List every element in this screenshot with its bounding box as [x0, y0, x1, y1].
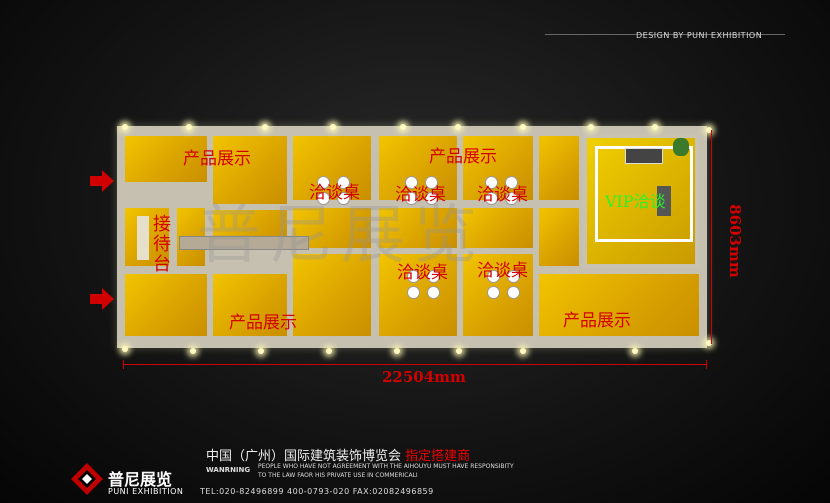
zone-label-vip-negotiation: VIP洽谈 — [605, 192, 666, 211]
footer-title-highlight: 指定搭建商 — [405, 449, 471, 464]
contact-info: TEL:020-82496899 400-0793-020 FAX:020824… — [200, 487, 434, 496]
spotlight — [190, 348, 196, 354]
spotlight — [632, 348, 638, 354]
footer-title: 中国（广州）国际建筑装饰博览会 指定搭建商 — [206, 445, 470, 464]
zone-cell — [213, 274, 287, 336]
spotlight — [455, 124, 461, 130]
spotlight — [456, 348, 462, 354]
dimension-tick — [706, 360, 707, 369]
spotlight — [394, 348, 400, 354]
negotiation-table-icon — [487, 270, 521, 300]
zone-label-negotiation-table: 洽谈桌 — [397, 263, 448, 283]
negotiation-table-icon — [407, 270, 441, 300]
depth-dimension-line — [711, 130, 712, 344]
header-rule — [545, 34, 785, 45]
spotlight — [258, 348, 264, 354]
spotlight — [652, 124, 658, 130]
zone-cell — [125, 136, 207, 182]
zone-cell — [539, 136, 579, 200]
negotiation-table-icon — [485, 176, 519, 206]
puni-logo-icon — [71, 463, 103, 495]
zone-cell — [125, 274, 207, 336]
spotlight — [706, 340, 712, 346]
spotlight — [330, 124, 336, 130]
zone-cell — [293, 254, 371, 336]
reception-counter — [179, 236, 309, 250]
spotlight — [186, 124, 192, 130]
logo-name-en: PUNI EXHIBITION — [108, 487, 184, 496]
spotlight — [520, 124, 526, 130]
spotlight — [520, 348, 526, 354]
zone-label-negotiation-table: 洽谈桌 — [477, 261, 528, 281]
entrance-arrow-icon — [90, 288, 114, 310]
warning-label: WANRNING — [206, 466, 251, 474]
zone-cell — [539, 208, 579, 266]
negotiation-table-icon — [405, 176, 439, 206]
booth-floor-plan: 普尼展览 产品展示 产品展示 产品展示 产品展示 洽谈桌 洽谈桌 洽谈桌 洽谈桌… — [117, 126, 707, 348]
zone-label-product-display: 产品展示 — [183, 149, 251, 169]
zone-label-negotiation-table: 洽谈桌 — [309, 183, 360, 203]
zone-cell — [379, 136, 457, 200]
width-dimension-line — [123, 364, 707, 365]
vip-sofa — [657, 186, 671, 216]
watermark: 普尼展览 — [197, 199, 485, 273]
zone-cell — [213, 136, 287, 204]
zone-cell — [379, 208, 457, 248]
zone-cell — [293, 136, 371, 200]
zone-cell — [539, 274, 699, 336]
entrance-arrow-icon — [90, 170, 114, 192]
negotiation-table-icon — [317, 176, 351, 206]
zone-label-negotiation-table: 洽谈桌 — [477, 185, 528, 205]
depth-dimension-label: 8603mm — [725, 204, 744, 278]
logo-name-cn: 普尼展览 — [108, 470, 173, 489]
vip-sofa — [625, 148, 663, 164]
zone-label-reception-desk: 接待台 — [150, 214, 171, 274]
zone-label-product-display: 产品展示 — [563, 311, 631, 331]
zone-cell — [463, 208, 533, 248]
dimension-tick — [123, 360, 124, 369]
spotlight — [400, 124, 406, 130]
reception-desk — [137, 216, 149, 260]
spotlight — [122, 124, 128, 130]
spotlight — [326, 348, 332, 354]
spotlight — [588, 124, 594, 130]
footer-title-main: 中国（广州）国际建筑装饰博览会 — [206, 449, 402, 464]
zone-cell — [463, 136, 533, 200]
zone-label-product-display: 产品展示 — [429, 147, 497, 167]
zone-label-negotiation-table: 洽谈桌 — [395, 185, 446, 205]
width-dimension-label: 22504mm — [382, 368, 466, 386]
spotlight — [122, 346, 128, 352]
design-credit: DESIGN BY PUNI EXHIBITION — [636, 31, 763, 40]
plant-icon — [673, 138, 689, 156]
spotlight — [706, 127, 712, 133]
vip-partition — [595, 146, 693, 242]
warning-text: PEOPLE WHO HAVE NOT AGREEMENT WITH THE A… — [258, 463, 514, 479]
zone-label-product-display: 产品展示 — [229, 313, 297, 333]
spotlight — [262, 124, 268, 130]
